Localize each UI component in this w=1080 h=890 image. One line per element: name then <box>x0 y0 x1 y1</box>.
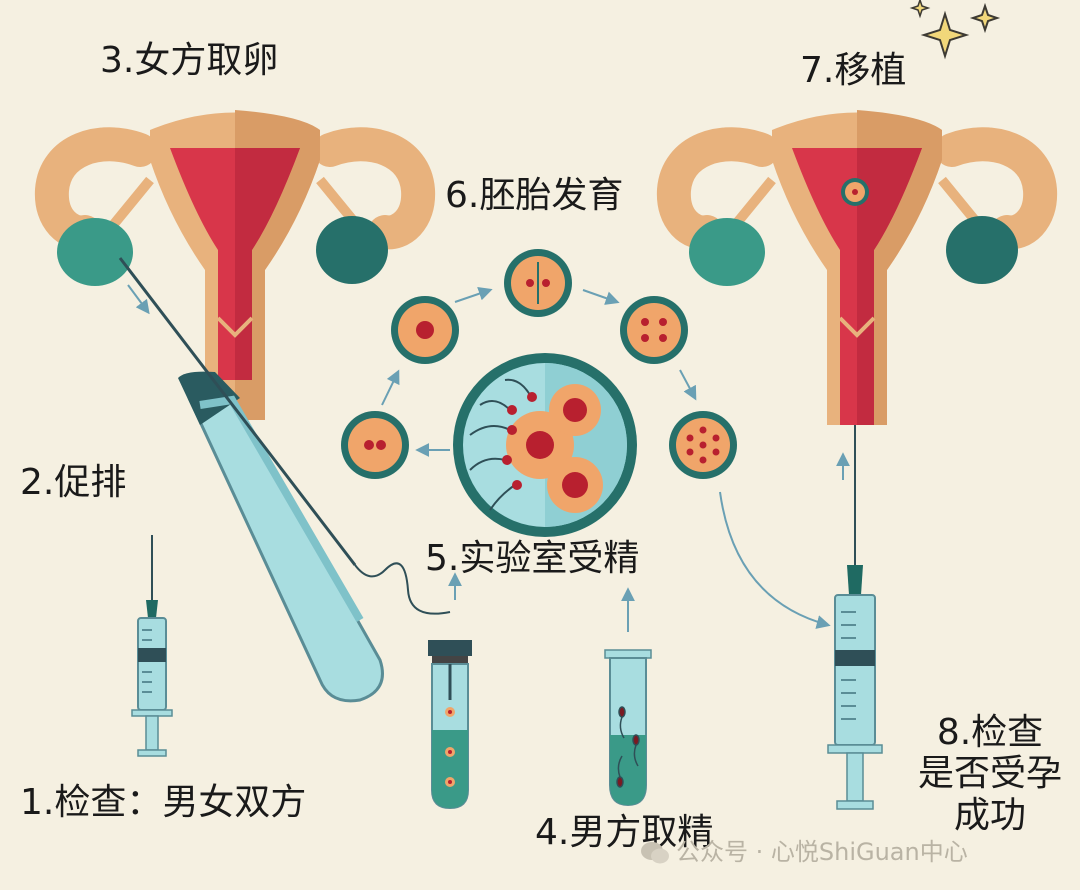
step-1-label: 1.检查：男女双方 <box>20 782 307 823</box>
fertilization-dish <box>453 353 637 537</box>
watermark: 公众号 · 心悦ShiGuan中心 <box>640 832 968 867</box>
step-4-label: 4.男方取精 <box>535 812 714 853</box>
step-2-label: 2.促排 <box>20 462 127 503</box>
embryo-stage-2 <box>391 296 459 364</box>
step-8-line-2: 是否受孕 <box>917 753 1062 795</box>
ultrasound-probe <box>118 257 451 703</box>
uterus-right <box>656 110 1058 425</box>
watermark-text: 公众号 · 心悦ShiGuan中心 <box>676 838 968 866</box>
step-5-label: 5.实验室受精 <box>425 538 640 579</box>
sparkle-decoration <box>909 0 1001 60</box>
test-tube-sperm <box>604 649 652 807</box>
step-6-label: 6.胚胎发育 <box>445 175 624 216</box>
step-8-label: 8.检查 是否受孕 成功 <box>905 712 1075 836</box>
step-3-label: 3.女方取卵 <box>100 40 279 81</box>
step-8-line-1: 8.检查 <box>936 712 1044 753</box>
test-tube-eggs <box>428 640 472 810</box>
syringe-left <box>131 535 173 757</box>
step-8-line-3: 成功 <box>953 794 1026 836</box>
embryo-stage-4 <box>620 296 688 364</box>
wechat-icon <box>641 842 669 864</box>
embryo-stage-3 <box>504 249 572 317</box>
cycle-arrows <box>381 287 831 632</box>
embryo-stage-5 <box>669 411 737 479</box>
syringe-right <box>827 425 883 810</box>
step-7-label: 7.移植 <box>800 50 907 91</box>
embryo-stage-1 <box>341 411 409 479</box>
uterus-left <box>34 110 436 420</box>
